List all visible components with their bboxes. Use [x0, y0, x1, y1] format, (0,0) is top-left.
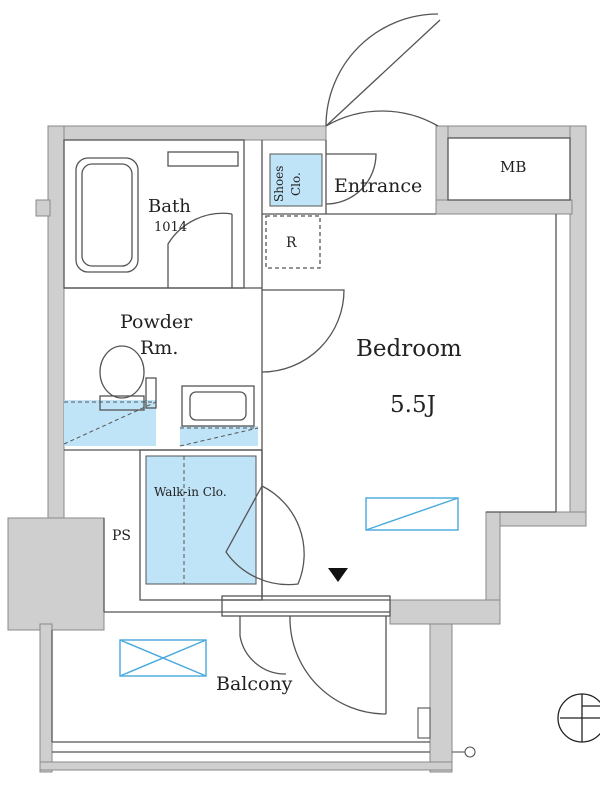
ps-label: PS	[112, 528, 131, 544]
interior-lines	[51, 137, 571, 753]
vents	[119, 497, 459, 677]
fixtures	[75, 151, 321, 427]
shoes-closet	[269, 153, 323, 207]
powder-label-1: Powder	[120, 311, 193, 333]
entrance-arrow-icon	[328, 568, 348, 582]
doors	[167, 13, 441, 715]
entrance-label: Entrance	[334, 175, 422, 197]
bedroom-vent-icon	[365, 497, 459, 531]
walkin-closet-fill	[145, 455, 257, 585]
mb-label: MB	[500, 158, 526, 176]
storage-areas	[63, 153, 323, 585]
compass-icon	[557, 693, 600, 743]
bath-size-label: 1014	[154, 220, 187, 235]
washbasin-icon	[181, 385, 255, 427]
refrigerator-space	[265, 215, 321, 269]
balcony-label: Balcony	[216, 673, 293, 695]
labels: Entrance MB Shoes Clo. Bath 1014 R Powde…	[112, 158, 526, 695]
bathtub-icon	[75, 157, 139, 273]
balcony-fittings	[417, 707, 476, 758]
bath-label: Bath	[148, 196, 191, 217]
powder-label-2: Rm.	[140, 337, 178, 359]
bedroom-size-label: 5.5J	[390, 392, 436, 418]
r-label: R	[286, 235, 297, 251]
bedroom-label: Bedroom	[356, 336, 462, 362]
walkin-label: Walk-in Clo.	[154, 485, 227, 499]
balcony-vent-icon	[119, 639, 207, 677]
shoes-label-2: Clo.	[289, 172, 303, 196]
toilet-icon	[99, 345, 145, 399]
walls	[7, 125, 587, 773]
shoes-label-1: Shoes	[272, 166, 286, 202]
